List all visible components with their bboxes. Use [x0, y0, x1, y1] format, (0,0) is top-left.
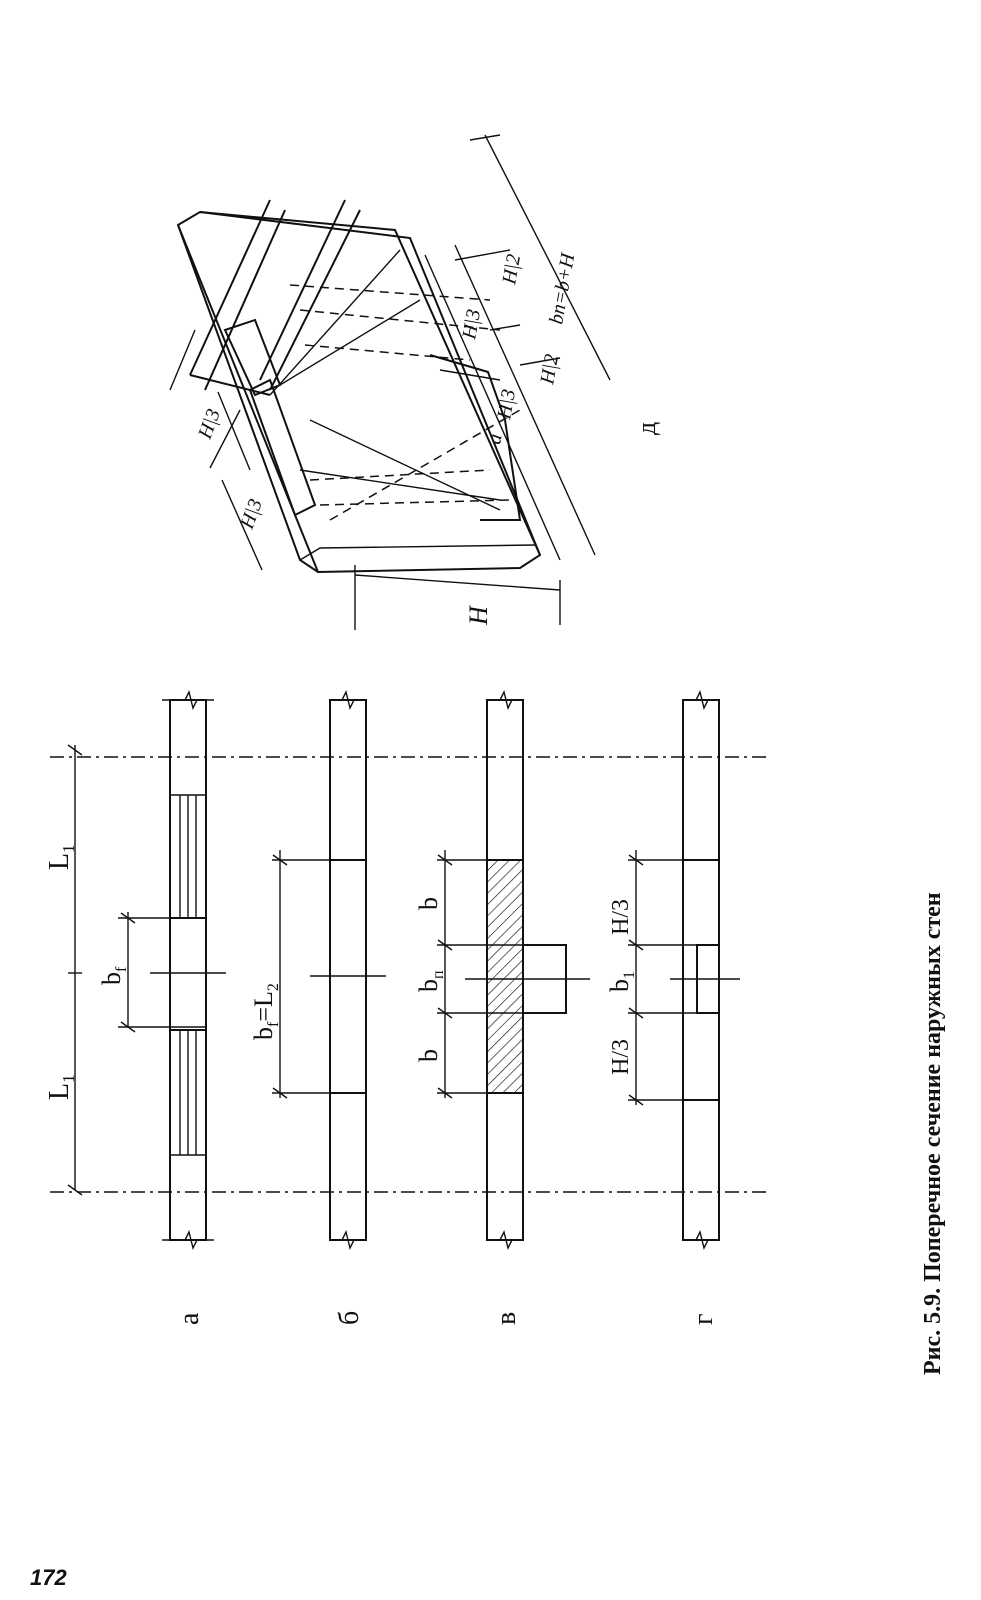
dim-line-h3 [217, 391, 263, 571]
figure-caption: Рис. 5.9. Поперечное сечение наружных ст… [920, 892, 946, 1375]
hatched-pier-a [169, 917, 207, 1031]
panel-label-a: а [174, 1312, 205, 1325]
frame-bar [189, 199, 286, 391]
hatched-section-d [248, 378, 317, 517]
wall-strip-g [682, 699, 720, 1241]
dim-label-d-h3-a: H|3 [194, 406, 225, 443]
break-mark [341, 1229, 355, 1251]
tick [628, 939, 644, 951]
rib-outline [429, 354, 522, 521]
dim-line-h [354, 565, 561, 630]
dim-label-d-h: H [464, 605, 493, 626]
dim-label-bf: bf [97, 966, 130, 985]
dim-label-h3-left: H/3 [608, 1039, 634, 1075]
frame-bar [259, 199, 361, 391]
break-mark [162, 689, 214, 711]
dim-label-h3-right: H/3 [608, 899, 634, 935]
break-mark [695, 689, 709, 711]
tick [67, 1184, 83, 1196]
load-line [269, 249, 421, 396]
wall-strip-b [329, 699, 367, 1241]
tick [628, 1007, 644, 1019]
panel-label-b: б [334, 1311, 365, 1325]
tick [628, 854, 644, 866]
dim-line-h3 [169, 329, 241, 469]
slab-inner-edge [299, 544, 536, 561]
tick [437, 1087, 453, 1099]
dim-label-d-bn: bп=b+H [545, 250, 579, 326]
dim-tick [454, 134, 561, 366]
hidden-line [309, 469, 511, 506]
panel-b: bf=L2 б [249, 689, 386, 1325]
dim-label-l1-left: L1 [44, 1074, 78, 1100]
break-mark [162, 1229, 214, 1251]
dim-line-right [424, 134, 611, 561]
tick [437, 939, 453, 951]
frame-bar [189, 374, 271, 396]
dim-label-d-h2-a: H|2 [498, 253, 525, 287]
tick [628, 1094, 644, 1106]
hidden-line [329, 409, 521, 521]
dim-label-l1-right: L1 [44, 844, 78, 870]
wall-strip-a [169, 699, 207, 1241]
panel-label-g: г [688, 1314, 719, 1325]
hidden-line [289, 284, 501, 361]
dim-label-b-left: b [414, 1049, 443, 1062]
tick [437, 854, 453, 866]
dim-label-d-h3-c: H|3 [458, 308, 485, 342]
dim-label-bn: bп [414, 970, 447, 992]
break-mark [341, 689, 355, 711]
panel-v: b bп b в [414, 689, 590, 1325]
hatched-section-g [682, 859, 720, 1101]
dim-label-d-h3-d: H|3 [493, 388, 520, 422]
dim-label-d-h3-b: H|3 [236, 496, 267, 533]
load-line [299, 419, 501, 511]
tick [272, 1087, 288, 1099]
tick [272, 854, 288, 866]
dim-label-d-a: a [483, 432, 506, 446]
break-mark [499, 1229, 513, 1251]
dim-label-d-h2-b: H|2 [536, 353, 563, 387]
slab-top-edge [199, 211, 541, 556]
panel-label-d: д [632, 422, 661, 435]
dim-label-bf-l2: bf=L2 [249, 983, 282, 1040]
tick [120, 1021, 136, 1033]
rib-line [439, 369, 501, 381]
page-number: 172 [30, 1565, 67, 1590]
break-mark [695, 1229, 709, 1251]
dim-label-b1: b1 [605, 971, 638, 992]
slab-outline [176, 210, 542, 574]
panel-g: H/3 b1 H/3 г [605, 689, 740, 1325]
tick [67, 744, 83, 756]
hatched-section-v [487, 860, 523, 1093]
dim-label-b-right: b [414, 897, 443, 910]
panel-d: H|3 H|3 H H|3 H|2 H|3 H|2 bп=b+H a д [169, 134, 661, 630]
panel-a: L1 L1 bf а [44, 689, 226, 1325]
panel-label-v: в [491, 1312, 522, 1325]
tick [120, 912, 136, 924]
tick [437, 1007, 453, 1019]
break-mark [499, 689, 513, 711]
